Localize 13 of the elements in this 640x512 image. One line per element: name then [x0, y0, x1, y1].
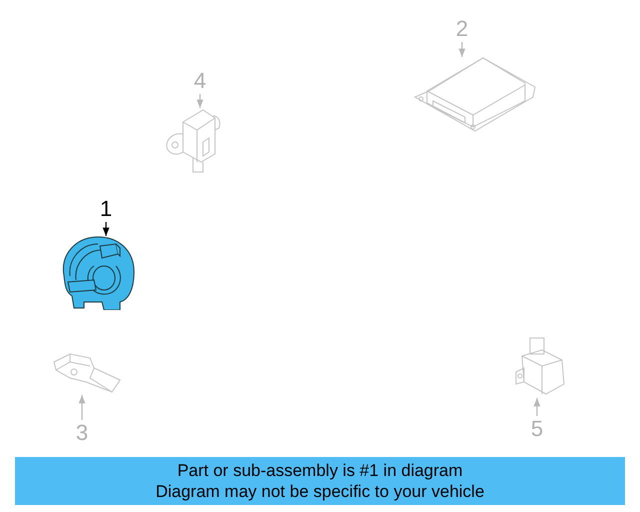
leader-line [102, 222, 110, 236]
leader-line [78, 395, 86, 420]
leader-line [196, 94, 204, 108]
callout-number: 5 [530, 418, 544, 440]
banner-text: Part or sub-assembly is #1 in diagram [177, 460, 463, 481]
callout-number: 4 [194, 70, 206, 92]
callout-number: 2 [456, 18, 468, 40]
leader-line [458, 42, 466, 57]
info-banner [15, 457, 625, 505]
leader-line [534, 398, 540, 416]
banner-text: Diagram may not be specific to your vehicle [156, 481, 484, 502]
callout-number: 1 [100, 198, 112, 220]
callout-number: 3 [76, 422, 88, 444]
